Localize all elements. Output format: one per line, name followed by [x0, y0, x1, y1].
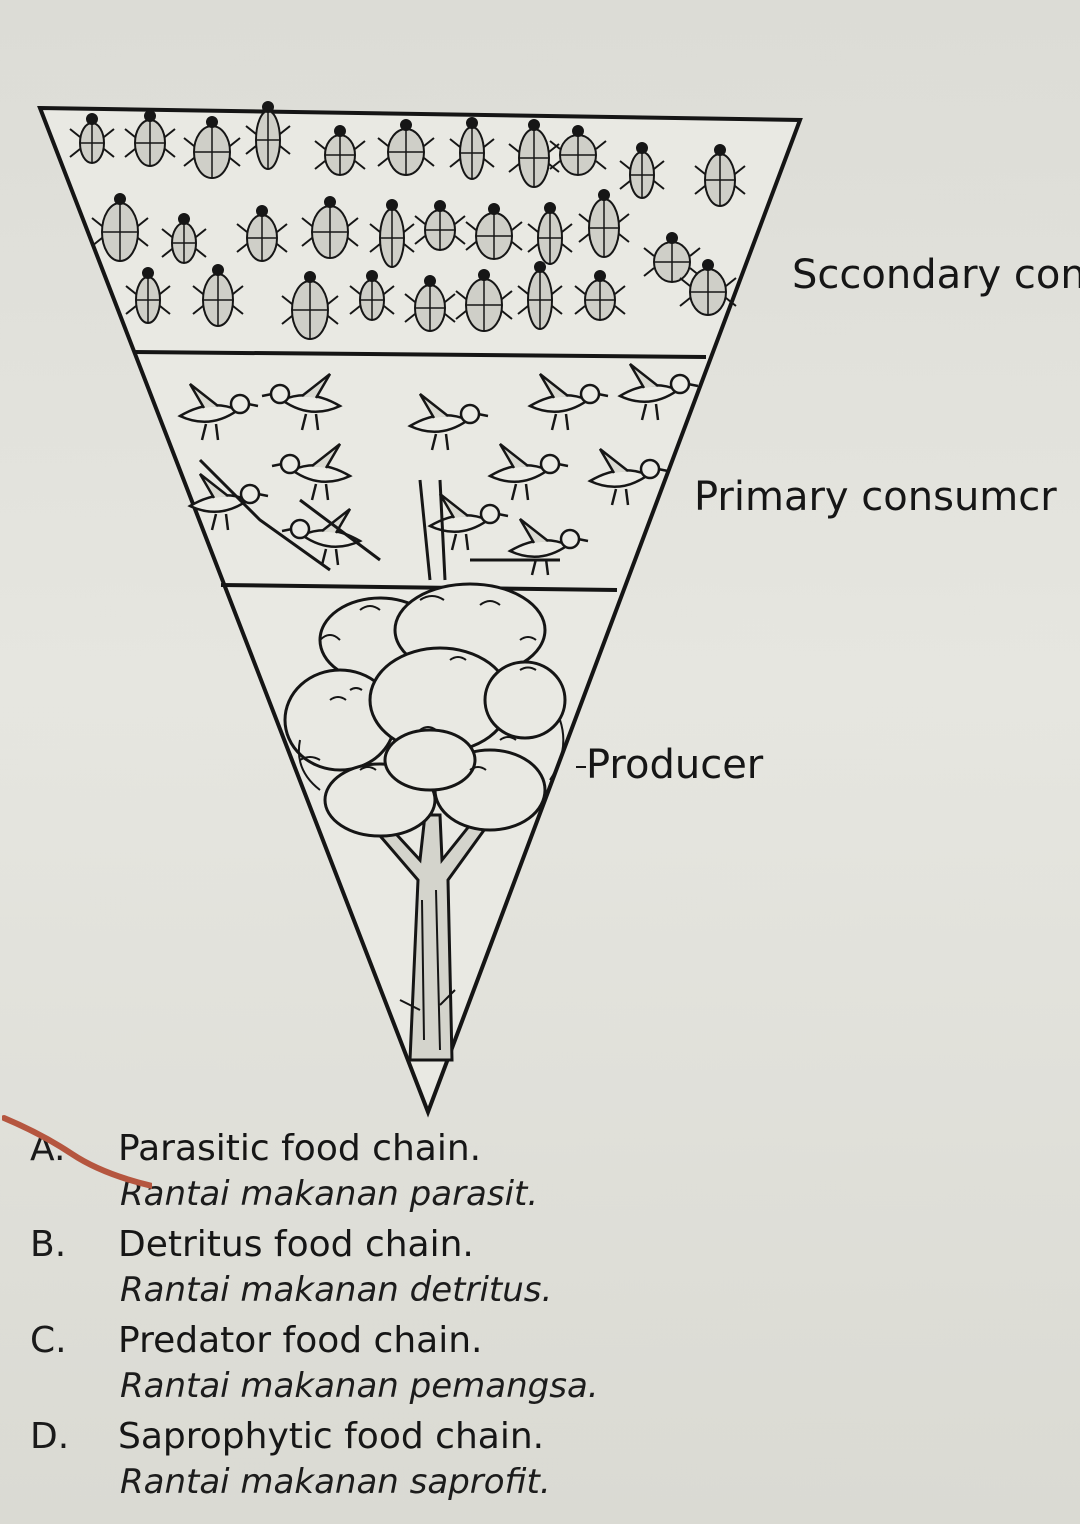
bird-icon [587, 448, 669, 506]
insect-icon [192, 264, 244, 327]
option-letter: C. [30, 1320, 67, 1361]
insect-icon [694, 144, 746, 207]
insect-icon [619, 142, 665, 199]
insect-icon [281, 271, 339, 340]
option-b[interactable]: B. Detritus food chain. Rantai makanan d… [30, 1224, 1030, 1320]
bird-icon [527, 373, 609, 431]
secondary-consumer-insects [69, 101, 746, 340]
option-letter: B. [30, 1224, 67, 1265]
insect-icon [124, 110, 176, 167]
bird-icon [507, 518, 589, 576]
option-malay: Rantai makanan detritus. [120, 1270, 553, 1310]
insect-icon [236, 205, 288, 262]
bird-icon [187, 473, 269, 531]
option-malay: Rantai makanan parasit. [120, 1174, 539, 1214]
insect-icon [69, 113, 115, 164]
bird-icon [177, 383, 259, 441]
insect-icon [414, 200, 466, 251]
insect-icon [125, 267, 171, 324]
option-d[interactable]: D. Saprophytic food chain. Rantai makana… [30, 1416, 1030, 1512]
insect-icon [183, 116, 241, 179]
insect-icon [465, 203, 523, 260]
option-english: Predator food chain. [118, 1320, 483, 1361]
insect-icon [517, 261, 563, 330]
bird-icon [261, 373, 343, 431]
option-english: Saprophytic food chain. [118, 1416, 545, 1457]
insect-icon [369, 199, 415, 268]
insect-icon [574, 270, 626, 321]
insect-icon [377, 119, 435, 176]
insect-icon [527, 202, 573, 265]
insect-icon [314, 125, 366, 176]
insect-icon [549, 125, 607, 176]
bird-icon [271, 443, 353, 501]
pen-mark-icon [2, 1115, 152, 1189]
option-c[interactable]: C. Predator food chain. Rantai makanan p… [30, 1320, 1030, 1416]
bird-icon [487, 443, 569, 501]
option-english: Detritus food chain. [118, 1224, 474, 1265]
branch-lines [198, 458, 560, 581]
insect-icon [455, 269, 513, 332]
insect-icon [301, 196, 359, 259]
option-a[interactable]: A. Parasitic food chain. Rantai makanan … [2, 1115, 1030, 1224]
primary-consumer-label: Primary consumcr [694, 474, 1057, 520]
primary-consumer-birds [177, 363, 699, 581]
option-letter: D. [30, 1416, 70, 1457]
divider-middle [220, 583, 618, 592]
insect-icon [679, 259, 737, 316]
insect-icon [578, 189, 630, 258]
option-english: Parasitic food chain. [118, 1128, 482, 1169]
insect-icon [404, 275, 456, 332]
divider-top [132, 350, 707, 359]
insect-icon [508, 119, 560, 188]
insect-icon [449, 117, 495, 180]
answer-options: A. Parasitic food chain. Rantai makanan … [2, 1115, 1030, 1512]
insect-icon [349, 270, 395, 321]
option-malay: Rantai makanan pemangsa. [120, 1366, 599, 1406]
insect-icon [643, 232, 701, 283]
tree-icon [283, 582, 567, 1062]
option-malay: Rantai makanan saprofit. [120, 1462, 551, 1502]
bird-icon [617, 363, 699, 421]
insect-icon [245, 101, 291, 170]
secondary-consumer-label: Sccondary cons [792, 252, 1080, 298]
insect-icon [161, 213, 207, 264]
food-pyramid-diagram [37, 101, 803, 1118]
producer-label: Producer [586, 742, 764, 788]
bird-icon [407, 393, 489, 451]
insect-icon [91, 193, 149, 262]
